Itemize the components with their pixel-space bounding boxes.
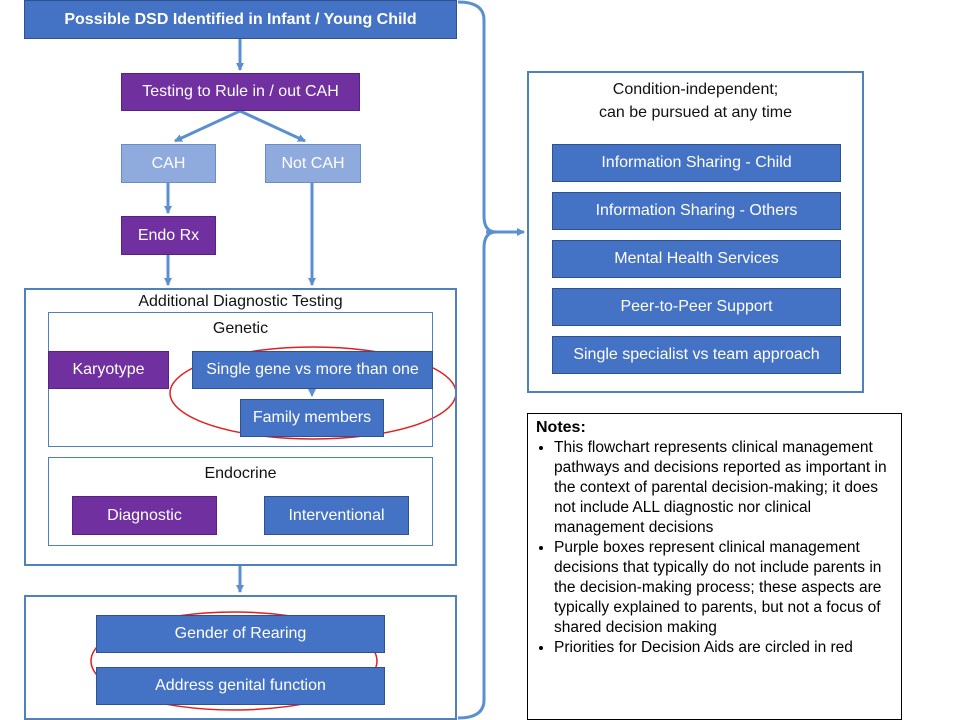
- right-brace: [457, 0, 497, 720]
- gender-rearing-box: Gender of Rearing: [96, 615, 385, 653]
- karyotype-box: Karyotype: [48, 351, 169, 389]
- condition-independent-frame: [527, 71, 864, 393]
- endocrine-frame: [48, 457, 433, 546]
- family-members-box: Family members: [240, 399, 384, 437]
- additional-testing-frame: [24, 288, 457, 566]
- single-gene-box: Single gene vs more than one: [192, 351, 433, 389]
- mental-health-box: Mental Health Services: [552, 240, 841, 278]
- arrow-testing-to-notcah: [239, 109, 306, 143]
- rearing-frame: [24, 595, 457, 720]
- independent-title-line2: can be pursued at any time: [598, 104, 792, 121]
- top-dsd-box: Possible DSD Identified in Infant / Youn…: [24, 0, 457, 39]
- additional-testing-title: Additional Diagnostic Testing: [138, 293, 343, 310]
- info-sharing-others-box: Information Sharing - Others: [552, 192, 841, 230]
- notes-bullet: Purple boxes represent clinical manageme…: [554, 538, 893, 638]
- notes-bullet: This flowchart represents clinical manag…: [554, 438, 893, 538]
- genital-function-box: Address genital function: [96, 667, 385, 705]
- peer-support-box: Peer-to-Peer Support: [552, 288, 841, 326]
- notes-list: This flowchart represents clinical manag…: [536, 438, 893, 658]
- arrow-testing-to-cah: [174, 109, 241, 143]
- endo-rx-box: Endo Rx: [121, 216, 216, 255]
- interventional-box: Interventional: [264, 496, 409, 535]
- cah-box: CAH: [121, 144, 216, 183]
- diagnostic-box: Diagnostic: [72, 496, 217, 535]
- independent-title-line1: Condition-independent;: [612, 81, 779, 98]
- info-sharing-child-box: Information Sharing - Child: [552, 144, 841, 182]
- testing-cah-box: Testing to Rule in / out CAH: [121, 73, 360, 111]
- not-cah-box: Not CAH: [265, 144, 361, 183]
- specialist-team-box: Single specialist vs team approach: [552, 336, 841, 374]
- notes-bullet: Priorities for Decision Aids are circled…: [554, 638, 893, 658]
- endocrine-title: Endocrine: [204, 465, 277, 482]
- notes-panel: Notes: This flowchart represents clinica…: [527, 413, 902, 720]
- genetic-title: Genetic: [212, 320, 269, 337]
- notes-heading: Notes:: [536, 419, 586, 436]
